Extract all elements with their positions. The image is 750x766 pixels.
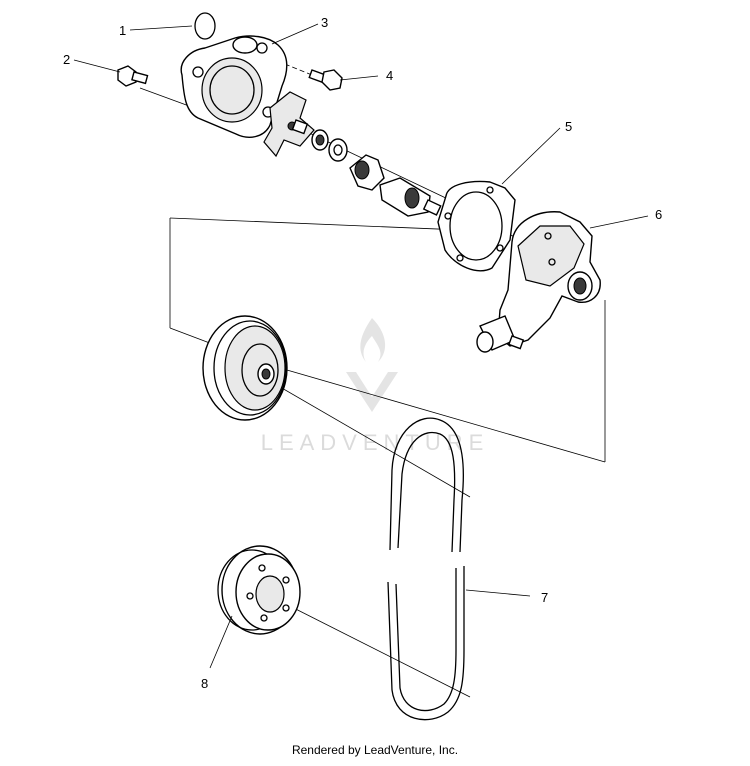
pump-shaft [379,177,442,217]
gasket [437,180,516,272]
bearing-small [328,138,348,162]
leader-lines [73,23,649,669]
callout-2: 2 [63,52,70,67]
callout-1: 1 [119,23,126,38]
impeller [263,91,315,158]
bearing-large [349,154,385,191]
callout-6: 6 [655,207,662,222]
watermark: LEADVENTURE [261,318,490,455]
watermark-flame-icon [360,318,386,362]
seal-ring [311,129,329,151]
callout-4: 4 [386,68,393,83]
watermark-v-icon [346,372,398,412]
footer-credit: Rendered by LeadVenture, Inc. [291,743,459,757]
callout-3: 3 [321,15,328,30]
pump-pulley [202,315,288,421]
drive-belt [387,417,465,721]
callout-7: 7 [541,590,548,605]
watermark-text: LEADVENTURE [261,430,490,455]
crank-pulley [217,545,301,635]
pump-cover [180,35,288,138]
bolt-small [117,65,149,87]
callout-labels: 1 2 3 4 5 6 7 8 [63,15,662,691]
bolt-large [308,69,343,91]
callout-8: 8 [201,676,208,691]
callout-5: 5 [565,119,572,134]
pump-housing [476,211,601,353]
o-ring [194,12,216,40]
